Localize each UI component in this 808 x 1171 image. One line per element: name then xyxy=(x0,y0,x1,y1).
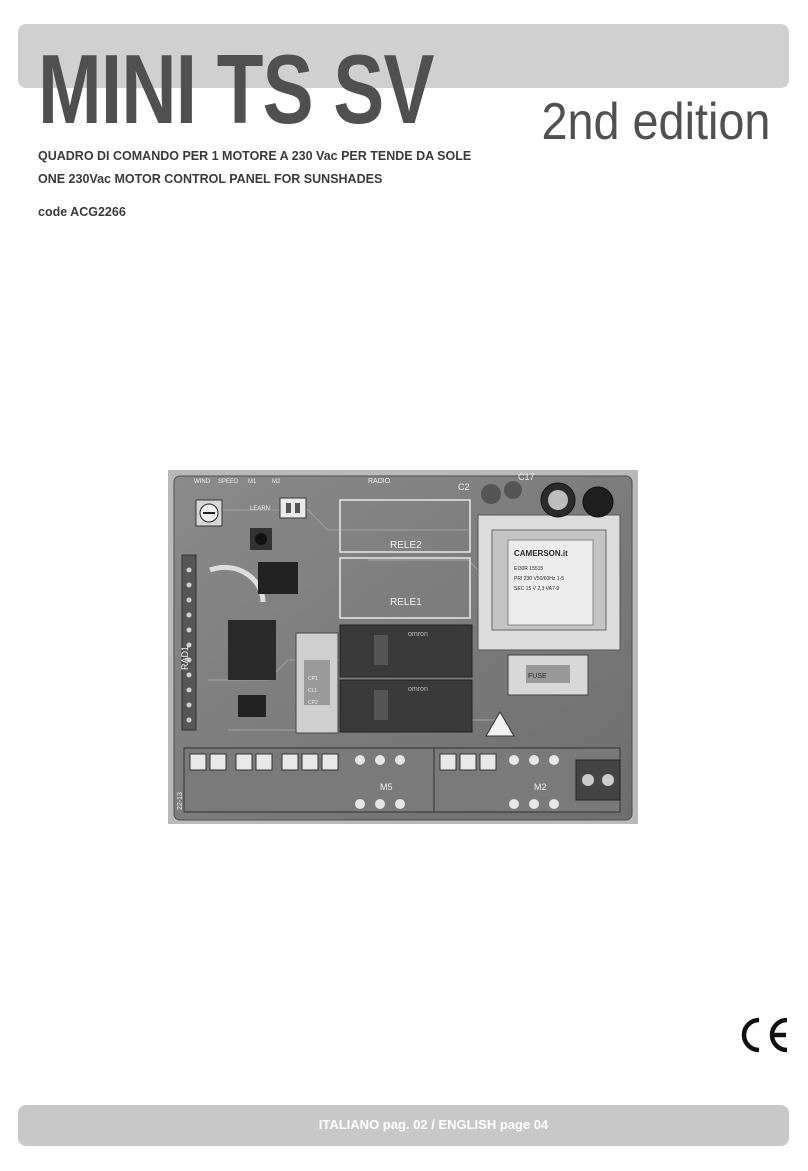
product-title: MINI TS SV xyxy=(38,34,434,144)
capacitor xyxy=(481,484,501,504)
label-rad1: RAD1 xyxy=(180,646,190,670)
capacitor xyxy=(504,481,522,499)
label-rele1: RELE1 xyxy=(390,597,422,608)
fuse-holder xyxy=(295,632,339,734)
label-rele2: RELE2 xyxy=(390,540,422,551)
label-m1: M1 xyxy=(248,479,257,485)
header-band xyxy=(18,24,789,88)
label-m5: M5 xyxy=(380,782,393,792)
product-code: code ACG2266 xyxy=(38,205,126,219)
edition-label: 2nd edition xyxy=(540,93,770,151)
label-radio: RADIO xyxy=(368,478,391,485)
dip-switch xyxy=(279,497,307,519)
label-transformer-sec: SEC 15 V 2,3 VA7-9 xyxy=(514,586,559,592)
control-board-photo: WIND SPEED M1 M2 RADIO C2 C17 LEARN RELE… xyxy=(168,470,638,824)
label-cl1: CL1 xyxy=(308,688,317,694)
ic-chip xyxy=(238,695,266,717)
capacitor xyxy=(582,486,614,518)
terminal-block xyxy=(183,747,435,813)
label-transformer-model: EI30R 15515 xyxy=(514,566,543,572)
ic-chip xyxy=(228,620,276,680)
subtitle-english: ONE 230Vac MOTOR CONTROL PANEL FOR SUNSH… xyxy=(38,172,383,186)
footer-band: ITALIANO pag. 02 / ENGLISH page 04 xyxy=(18,1105,789,1146)
label-transformer-pri: PRI 230 V50/60Hz 1-5 xyxy=(514,576,564,582)
relay xyxy=(339,679,473,733)
label-cp1: CP1 xyxy=(308,676,318,682)
label-speed: SPEED xyxy=(218,479,239,485)
label-omron: omron xyxy=(408,631,428,638)
terminal-block xyxy=(433,747,621,813)
label-c2: C2 xyxy=(458,482,470,492)
language-index: ITALIANO pag. 02 / ENGLISH page 04 xyxy=(318,1117,549,1132)
label-omron: omron xyxy=(408,686,428,693)
label-fuse: FUSE xyxy=(528,673,547,680)
ce-mark-icon xyxy=(741,1017,788,1053)
label-learn: LEARN xyxy=(250,506,270,512)
label-transformer-brand: CAMERSON.it xyxy=(514,549,568,558)
learn-button xyxy=(250,528,272,550)
ic-chip xyxy=(258,562,298,594)
label-m2-bottom: M2 xyxy=(534,782,547,792)
label-board-code: 22-13 xyxy=(177,792,184,810)
label-m2-top: M2 xyxy=(272,479,281,485)
label-c17: C17 xyxy=(518,472,535,482)
subtitle-italian: QUADRO DI COMANDO PER 1 MOTORE A 230 Vac… xyxy=(38,149,472,163)
antenna-wire xyxy=(209,564,266,603)
label-wind: WIND xyxy=(194,479,211,485)
transformer xyxy=(477,514,621,651)
speed-potentiometer xyxy=(195,499,223,527)
label-cp2: CP2 xyxy=(308,700,318,706)
warning-triangle xyxy=(485,711,515,737)
relay xyxy=(339,624,473,678)
